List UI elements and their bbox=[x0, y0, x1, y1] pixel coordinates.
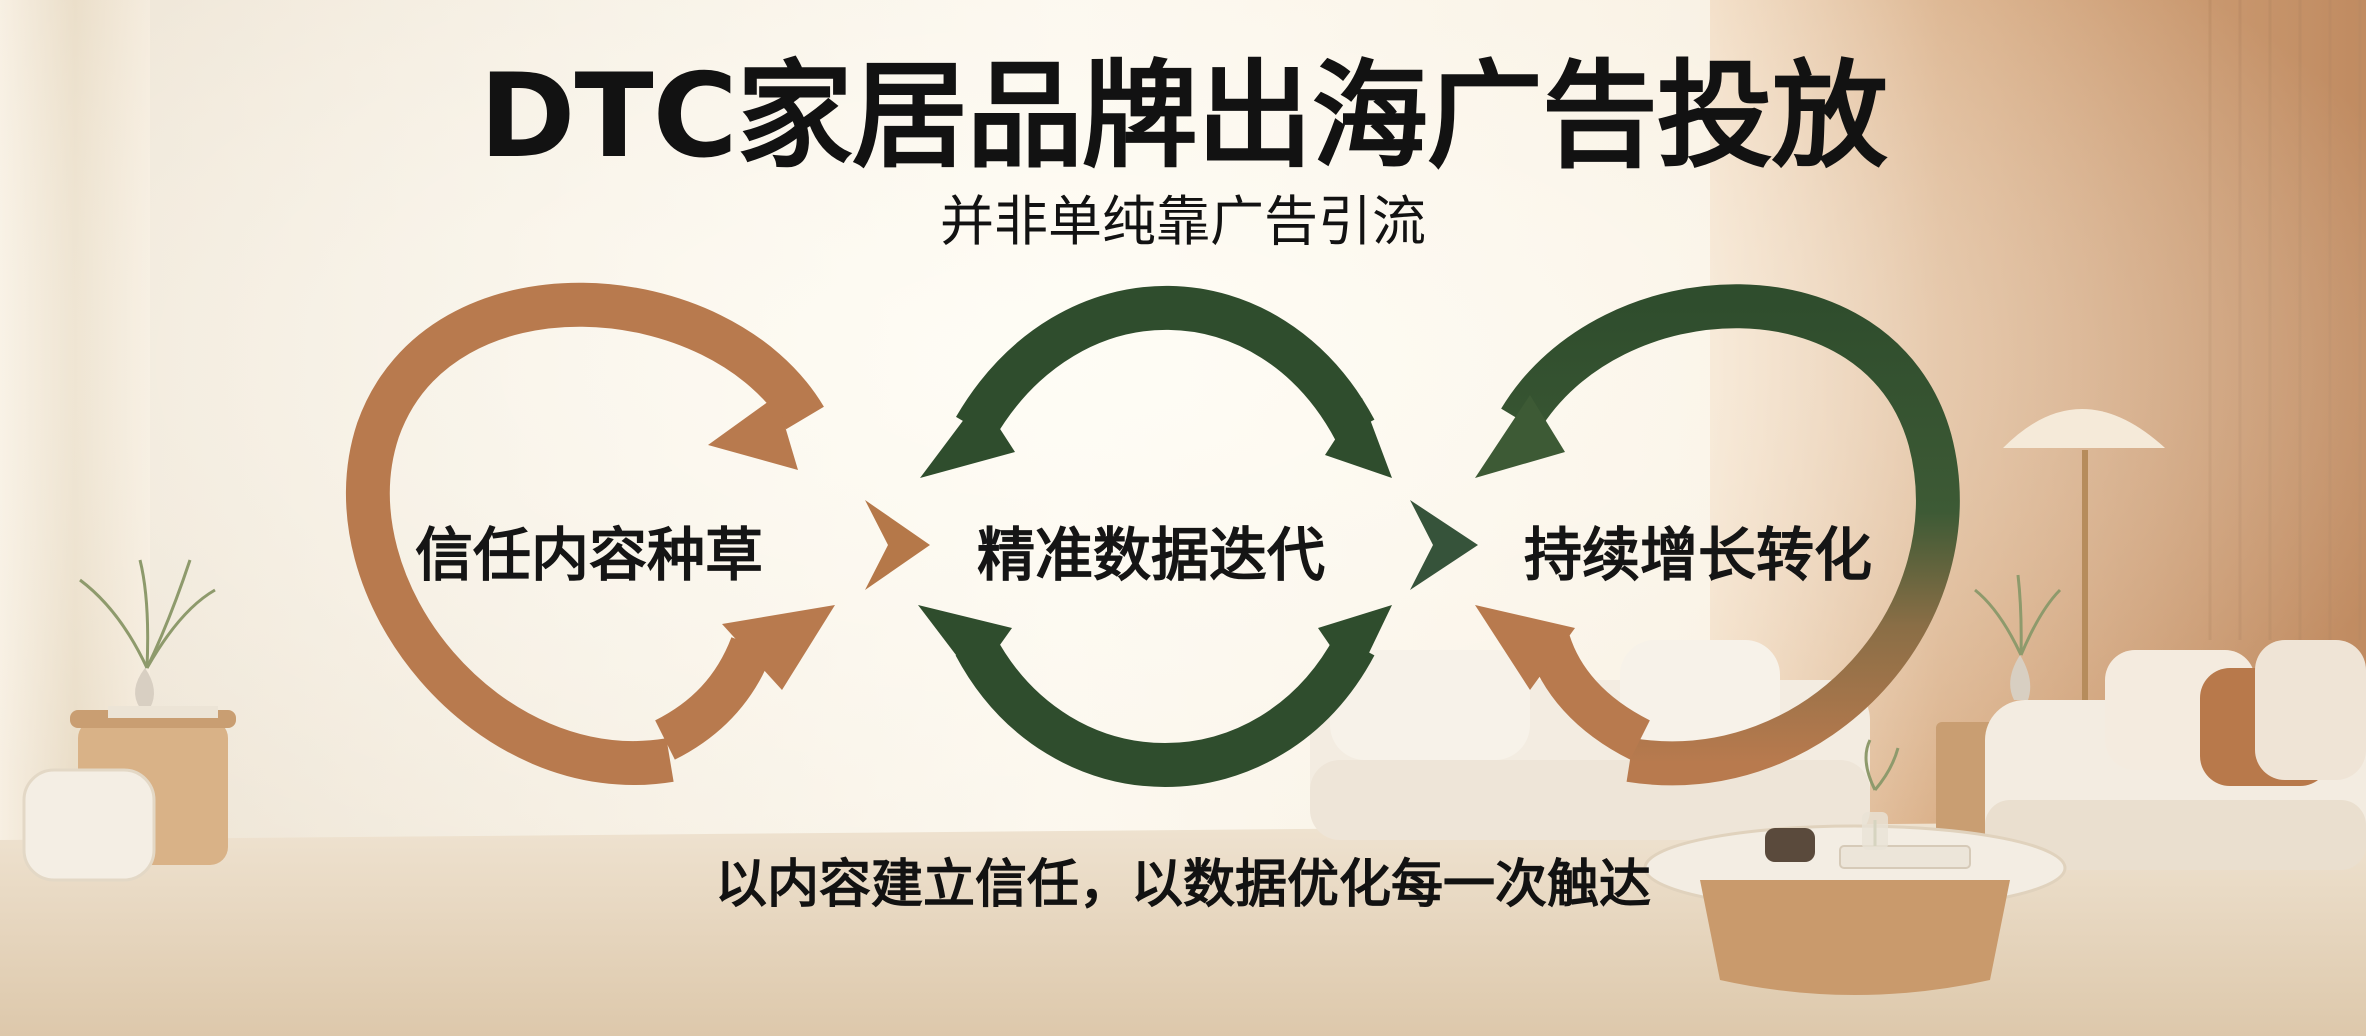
plant-vase-left bbox=[79, 559, 216, 708]
sofa-right bbox=[1985, 640, 2366, 870]
cycle-3-arrows bbox=[1475, 284, 1960, 786]
cycle-1-lower-stem bbox=[654, 636, 773, 760]
cycle-2-arc-bottom bbox=[955, 634, 1375, 787]
plant-right bbox=[1974, 574, 2062, 700]
cycle-1-arc bbox=[345, 282, 824, 785]
cycle-3-head-top bbox=[1475, 395, 1565, 478]
stage-label-data-iteration: 精准数据迭代 bbox=[976, 521, 1325, 589]
cycle-1-head-bottom bbox=[722, 605, 835, 690]
page-title: DTC家居品牌出海广告投放 bbox=[479, 49, 1888, 184]
cycle-3-arc bbox=[1501, 284, 1960, 786]
tagline: 以内容建立信任，以数据优化每一次触达 bbox=[714, 855, 1651, 915]
page-subtitle: 并非单纯靠广告引流 bbox=[940, 190, 1426, 253]
chevron-1 bbox=[865, 500, 930, 590]
cycle-2-head-bottom-left bbox=[918, 605, 1012, 680]
cycle-2-head-top-right bbox=[1325, 398, 1392, 478]
cycle-2-arrows bbox=[918, 285, 1392, 787]
cycle-2-head-bottom-right bbox=[1318, 605, 1392, 682]
cycle-3-head-bottom bbox=[1475, 605, 1575, 690]
stage-label-growth-conversion: 持续增长转化 bbox=[1523, 521, 1872, 589]
cycle-1-arrows bbox=[345, 282, 835, 785]
coffee-table bbox=[1643, 739, 2067, 995]
pouf bbox=[22, 768, 156, 882]
cycle-2-head-top-left bbox=[920, 398, 1015, 478]
cycle-1-head-top bbox=[708, 396, 798, 470]
chevron-2 bbox=[1410, 500, 1478, 590]
stage-label-trust-content: 信任内容种草 bbox=[414, 521, 763, 589]
cycle-2-arc-top bbox=[956, 285, 1375, 441]
sofa-middle bbox=[1310, 640, 1870, 840]
